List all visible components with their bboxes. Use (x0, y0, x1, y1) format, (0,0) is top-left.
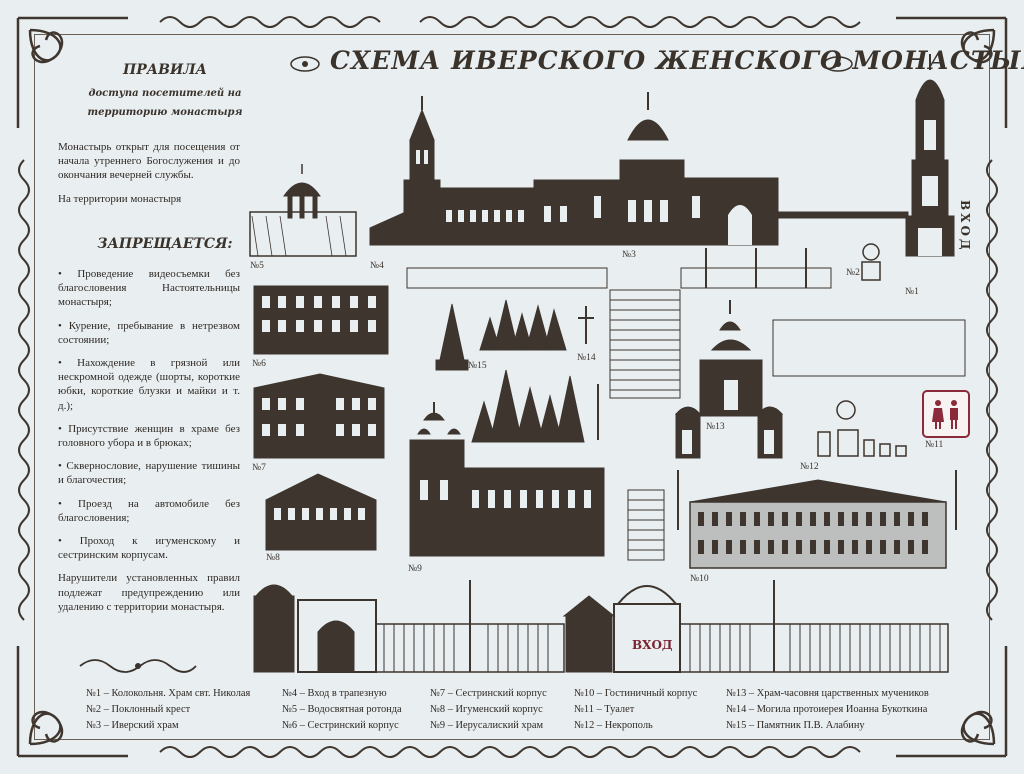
forbidden-item: • Проезд на автомобиле без благословения… (58, 497, 240, 524)
legend-column-5: №13 – Храм-часовня царственных мучеников… (726, 686, 929, 734)
label-n5: №5 (250, 261, 264, 271)
bottom-wall (253, 584, 949, 673)
forbidden-list: • Проведение видеосъемки без благословен… (58, 267, 240, 623)
title-ornament-right (823, 56, 853, 72)
legend-item: №8 – Игуменский корпус (430, 704, 543, 715)
forbidden-item: • Проход к игуменскому и сестринским кор… (58, 535, 240, 562)
label-n13: №13 (706, 422, 725, 432)
label-n12: №12 (800, 462, 819, 472)
title-ornament-left (290, 56, 320, 72)
rules-heading: ПРАВИЛА (123, 62, 207, 78)
legend-item: №10 – Гостиничный корпус (574, 688, 698, 699)
rotunda-building (249, 164, 357, 257)
legend-column-3: №7 – Сестринский корпус №8 – Игуменский … (430, 686, 547, 734)
rules-closing: Нарушители установленных правил подлежат… (58, 572, 240, 613)
legend-column-4: №10 – Гостиничный корпус №11 – Туалет №1… (574, 686, 697, 734)
label-n4: №4 (370, 261, 384, 271)
label-n14: №14 (577, 353, 596, 363)
necropolis (817, 400, 907, 457)
forbidden-item: • Нахождение в грязной или нескромной од… (58, 357, 240, 412)
entrance-vertical-label: ВХОД (958, 200, 972, 253)
trees (471, 299, 585, 443)
legend-item: №14 – Могила протоиерея Иоанна Букоткина (726, 704, 928, 715)
legend-item: №2 – Поклонный крест (86, 704, 191, 715)
bell-tower (905, 54, 955, 257)
legend-item: №4 – Вход в трапезную (282, 688, 387, 699)
lamp-posts (469, 248, 957, 672)
rules-subheading: доступа посетителей на территорию монаст… (87, 88, 243, 118)
forbidden-item: • Сквернословие, нарушение тишины и благ… (58, 460, 240, 487)
sisters-building-7 (253, 373, 385, 459)
label-n6: №6 (252, 359, 266, 369)
forbidden-heading: ЗАПРЕЩАЕТСЯ: (97, 236, 233, 252)
legend-item: №9 – Иерусалиский храм (430, 720, 544, 731)
label-n9: №9 (408, 564, 422, 574)
sisters-building-6 (253, 285, 389, 355)
legend-column-1: №1 – Колокольня. Храм свт. Николая №2 – … (86, 686, 250, 734)
monument-alabin (435, 303, 469, 371)
worship-cross (861, 243, 881, 281)
rules-intro-2: На территории монастыря (58, 192, 182, 205)
label-n10: №10 (690, 574, 709, 584)
label-n8: №8 (266, 553, 280, 563)
legend-column-2: №4 – Вход в трапезную №5 – Водосвятная р… (282, 686, 402, 734)
forbidden-item: • Присутствие женщин в храме без головно… (58, 422, 240, 450)
toilet-icon (922, 390, 970, 438)
legend-item: №15 – Памятник П.В. Алабину (726, 720, 865, 731)
label-n1: №1 (905, 287, 919, 297)
rules-intro: Монастырь открыт для посещения от начала… (58, 140, 240, 215)
legend-item: №11 – Туалет (574, 704, 635, 715)
label-n2: №2 (846, 268, 860, 278)
legend-item: №5 – Водосвятная ротонда (282, 704, 402, 715)
label-n15: №15 (468, 361, 487, 371)
forbidden-item: • Проведение видеосъемки без благословен… (58, 268, 240, 309)
jerusalem-church (409, 402, 605, 557)
entrance-gate-label: ВХОД (632, 638, 673, 652)
legend-item: №12 – Некрополь (574, 720, 653, 731)
legend-item: №1 – Колокольня. Храм свт. Николая (86, 688, 251, 699)
hotel-building (689, 479, 947, 569)
chapel-royal-martyrs (674, 300, 784, 459)
rules-divider-ornament (79, 659, 197, 673)
forbidden-item: • Курение, пребывание в нетрезвом состоя… (58, 319, 240, 346)
legend-item: №7 – Сестринский корпус (430, 688, 547, 699)
abbess-building-8 (265, 473, 377, 551)
rules-intro-1: Монастырь открыт для посещения от начала… (58, 141, 240, 182)
iversky-church-complex (369, 92, 909, 246)
label-n3: №3 (622, 250, 636, 260)
label-n11: №11 (925, 440, 944, 450)
legend-item: №3 – Иверский храм (86, 720, 179, 731)
legend-item: №13 – Храм-часовня царственных мучеников (726, 688, 929, 699)
legend-item: №6 – Сестринский корпус (282, 720, 399, 731)
toilet-figures (932, 400, 958, 429)
grave-bukotkin (578, 306, 594, 344)
label-n7: №7 (252, 463, 266, 473)
inner-frame (34, 34, 990, 740)
